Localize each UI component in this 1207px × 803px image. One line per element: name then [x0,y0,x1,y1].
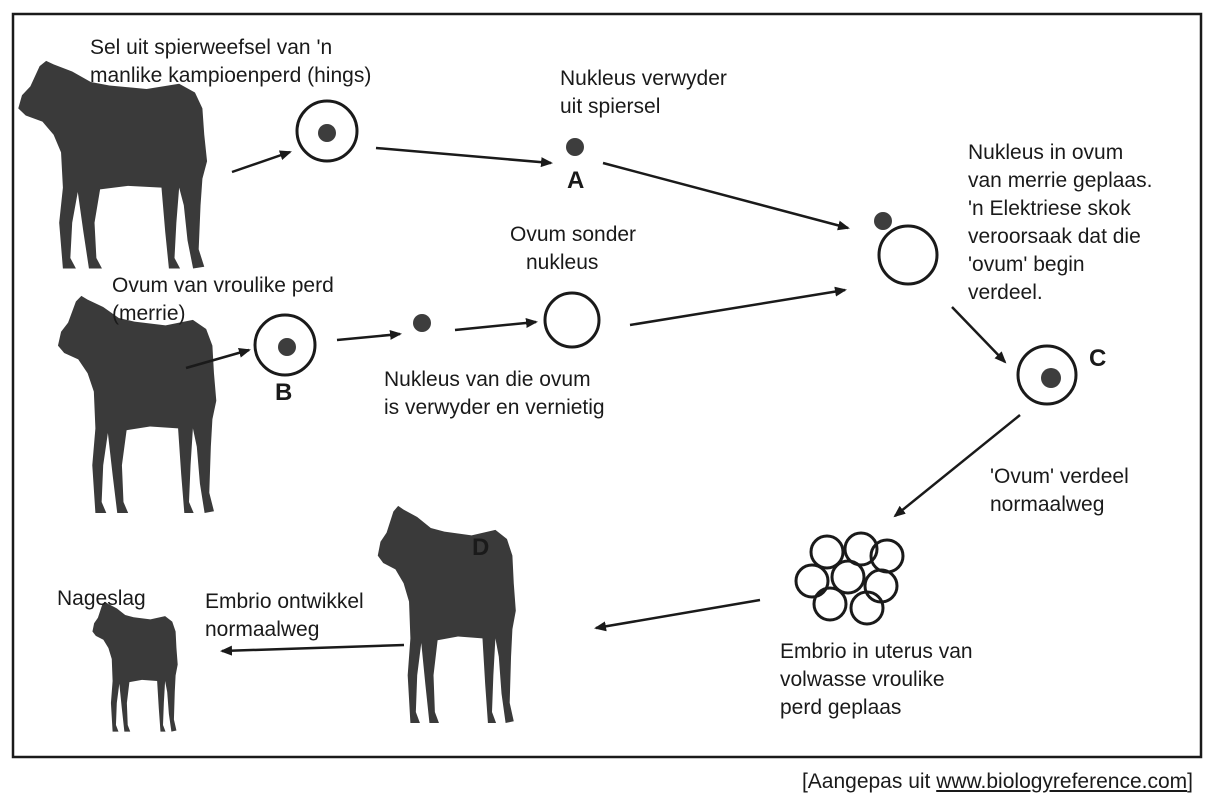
nucleus-placed-label-4: veroorsaak dat die [968,225,1141,248]
ovum-nucleus-destroyed-label-1: Nukleus van die ovum [384,368,591,391]
label-a: A [567,167,584,194]
source-suffix: ] [1187,770,1193,793]
stallion-cell-label-1: Sel uit spierweefsel van 'n [90,36,332,59]
arrow-nucleus-to-empty-ovum [455,322,536,330]
nucleus-placed-label-3: 'n Elektriese skok [968,197,1131,220]
ovum-no-nucleus-label-2: nukleus [526,251,598,274]
arrow-cell-to-nucleus [376,148,551,163]
offspring-label: Nageslag [57,587,146,610]
nucleus-placed-label-5: 'ovum' begin [968,253,1085,276]
arrow-fusion-to-c [952,307,1005,362]
arrow-stallion-to-cell [232,152,290,172]
arrow-embryo-to-horse [596,600,760,628]
arrow-horse-to-offspring [222,645,404,651]
nucleus-removed-label-1: Nukleus verwyder [560,67,727,90]
nucleus-removed-label-2: uit spiersel [560,95,660,118]
stallion-cell-label-2: manlike kampioenperd (hings) [90,64,371,87]
divides-label-2: normaalweg [990,493,1104,516]
divides-label-1: 'Ovum' verdeel [990,465,1129,488]
stallion-nucleus-a [566,138,584,156]
fused-ovum [874,212,937,284]
arrow-ovum-to-nucleus [337,334,400,340]
embryo-uterus-label-2: volwasse vroulike [780,668,945,691]
arrow-nucleus-to-ovum [603,163,848,228]
activated-ovum-c [1018,346,1076,404]
muscle-cell [297,101,357,161]
source-citation: [Aangepas uit www.biologyreference.com] [802,770,1193,794]
enucleated-ovum [545,293,599,347]
removed-ovum-nucleus [413,314,431,332]
source-prefix: [Aangepas uit [802,770,936,793]
surrogate-horse-silhouette [378,506,516,723]
embryo-uterus-label-3: perd geplaas [780,696,901,719]
source-link[interactable]: www.biologyreference.com [936,770,1187,793]
label-c: C [1089,345,1106,372]
nucleus-placed-label-6: verdeel. [968,281,1043,304]
foal-silhouette [92,602,177,732]
embryo-cell-cluster [796,533,903,624]
arrow-empty-ovum-to-fusion [630,290,845,325]
embryo-uterus-label-1: Embrio in uterus van [780,640,973,663]
ovum-no-nucleus-label-1: Ovum sonder [510,223,636,246]
label-b: B [275,379,292,406]
ovum-nucleus-destroyed-label-2: is verwyder en vernietig [384,396,605,419]
nucleus-placed-label-2: van merrie geplaas. [968,169,1152,192]
mare-ovum-label-1: Ovum van vroulike perd [112,274,334,297]
nucleus-placed-label-1: Nukleus in ovum [968,141,1123,164]
label-d: D [472,534,489,561]
embryo-develops-label-1: Embrio ontwikkel [205,590,364,613]
stallion-silhouette [18,61,207,269]
mare-ovum-b [255,315,315,375]
embryo-develops-label-2: normaalweg [205,618,319,641]
mare-silhouette [58,296,216,513]
mare-ovum-label-2: (merrie) [112,302,186,325]
